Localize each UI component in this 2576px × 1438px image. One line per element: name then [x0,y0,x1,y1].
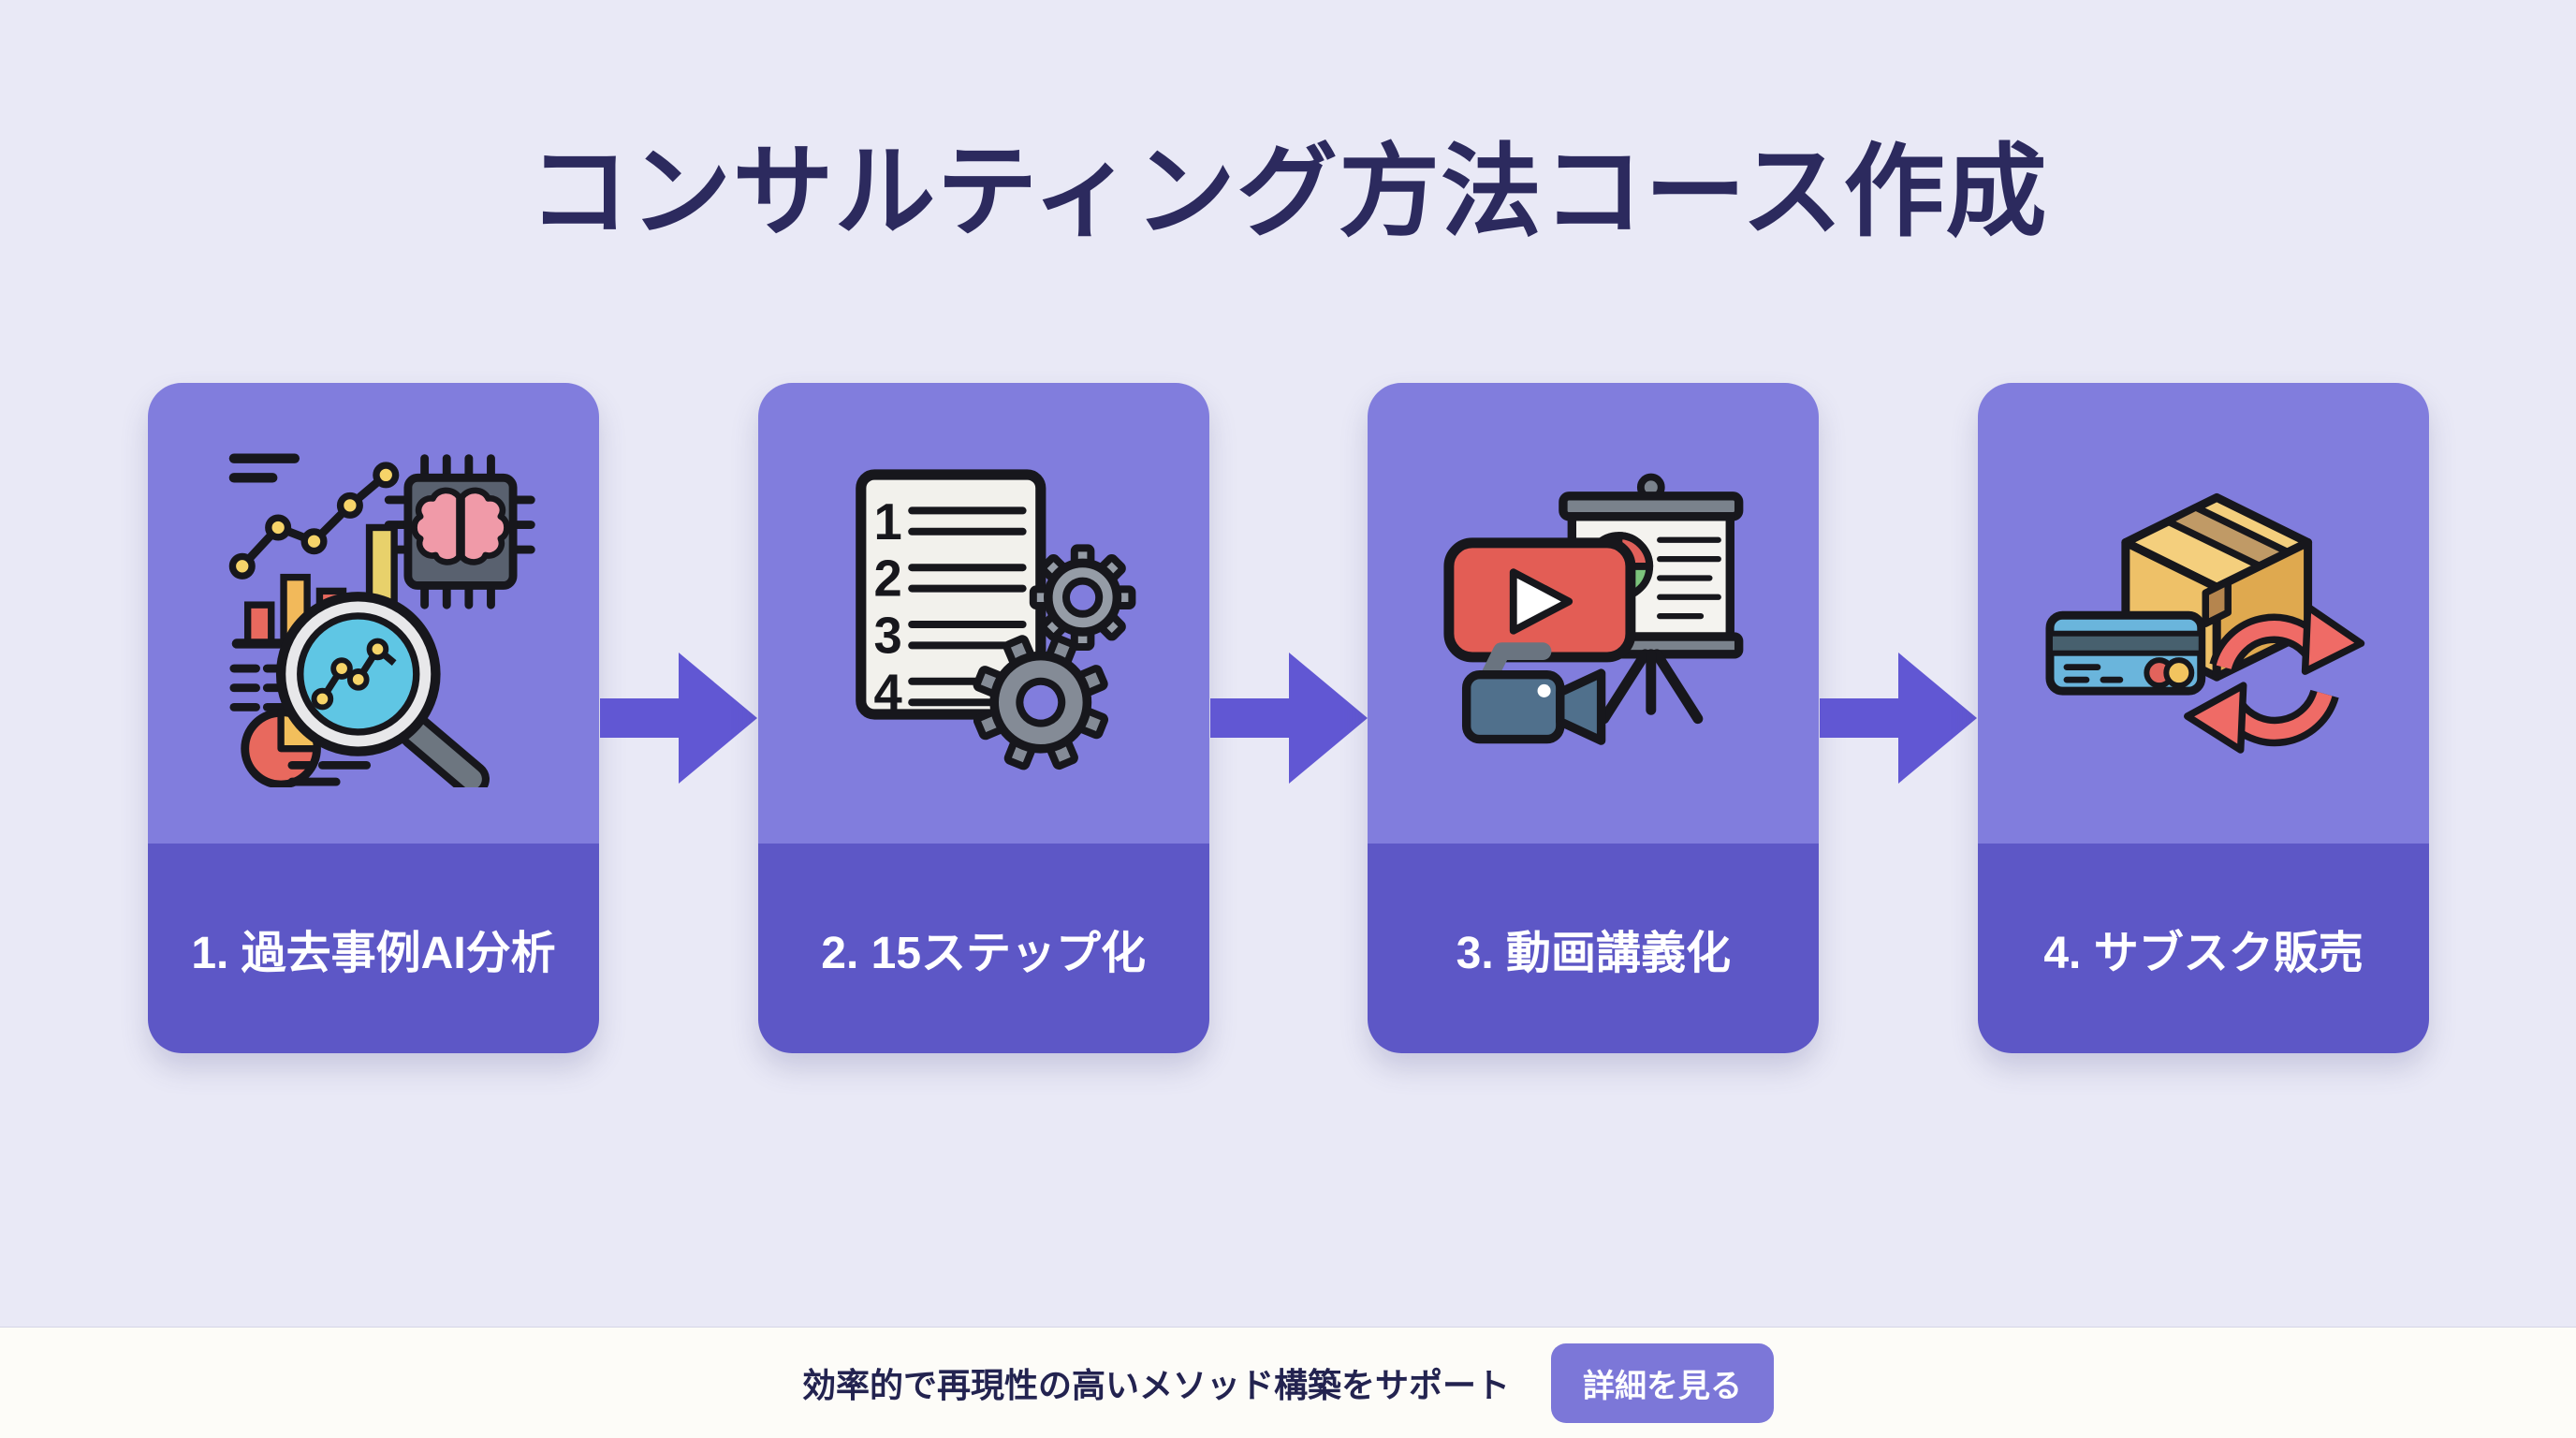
step-card-4-icon-area [1978,383,2430,844]
step-card-4: 4. サブスク販売 [1978,383,2430,1053]
step-label-3: 3. 動画講義化 [1456,929,1732,978]
step-card-3: 3. 動画講義化 [1368,383,1820,1053]
step-label-band-3: 3. 動画講義化 [1368,844,1820,1053]
numbered-steps-gears-icon: 1 2 3 4 [855,469,1136,770]
svg-text:2: 2 [873,550,901,608]
step-label-band-4: 4. サブスク販売 [1978,844,2430,1053]
step-label-4: 4. サブスク販売 [2043,929,2364,978]
step-card-1-icon-area [148,383,599,844]
svg-text:3: 3 [873,607,901,664]
step-card-3-icon-area [1368,383,1820,844]
step-label-1: 1. 過去事例AI分析 [191,929,556,978]
step-card-2-icon-area: 1 2 3 4 [757,383,1209,844]
step-card-2: 1 2 3 4 [757,383,1209,1053]
details-button[interactable]: 詳細を見る [1551,1343,1774,1423]
step-card-1: 1. 過去事例AI分析 [148,383,599,1053]
page-title: コンサルティング方法コース作成 [528,135,2048,248]
video-lecture-icon [1443,473,1744,745]
footer-bar: 効率的で再現性の高いメソッド構築をサポート 詳細を見る [0,1328,2576,1438]
step-label-band-2: 2. 15ステップ化 [757,844,1209,1053]
flow-arrow-1 [599,653,758,784]
svg-text:1: 1 [873,493,901,550]
svg-text:4: 4 [873,664,901,721]
right-arrow-icon [1820,653,1978,784]
step-label-2: 2. 15ステップ化 [821,929,1147,978]
right-arrow-icon [1209,653,1368,784]
subscription-box-icon [2045,492,2365,754]
ai-analysis-chart-icon [228,453,535,787]
flow-arrow-3 [1819,653,1978,784]
step-label-band-1: 1. 過去事例AI分析 [148,844,599,1053]
flow-arrow-2 [1209,653,1368,784]
right-arrow-icon [599,653,757,784]
process-flow: 1. 過去事例AI分析 1 2 3 4 [148,383,2430,1053]
footer-caption: 効率的で再現性の高いメソッド構築をサポート [801,1366,1510,1404]
